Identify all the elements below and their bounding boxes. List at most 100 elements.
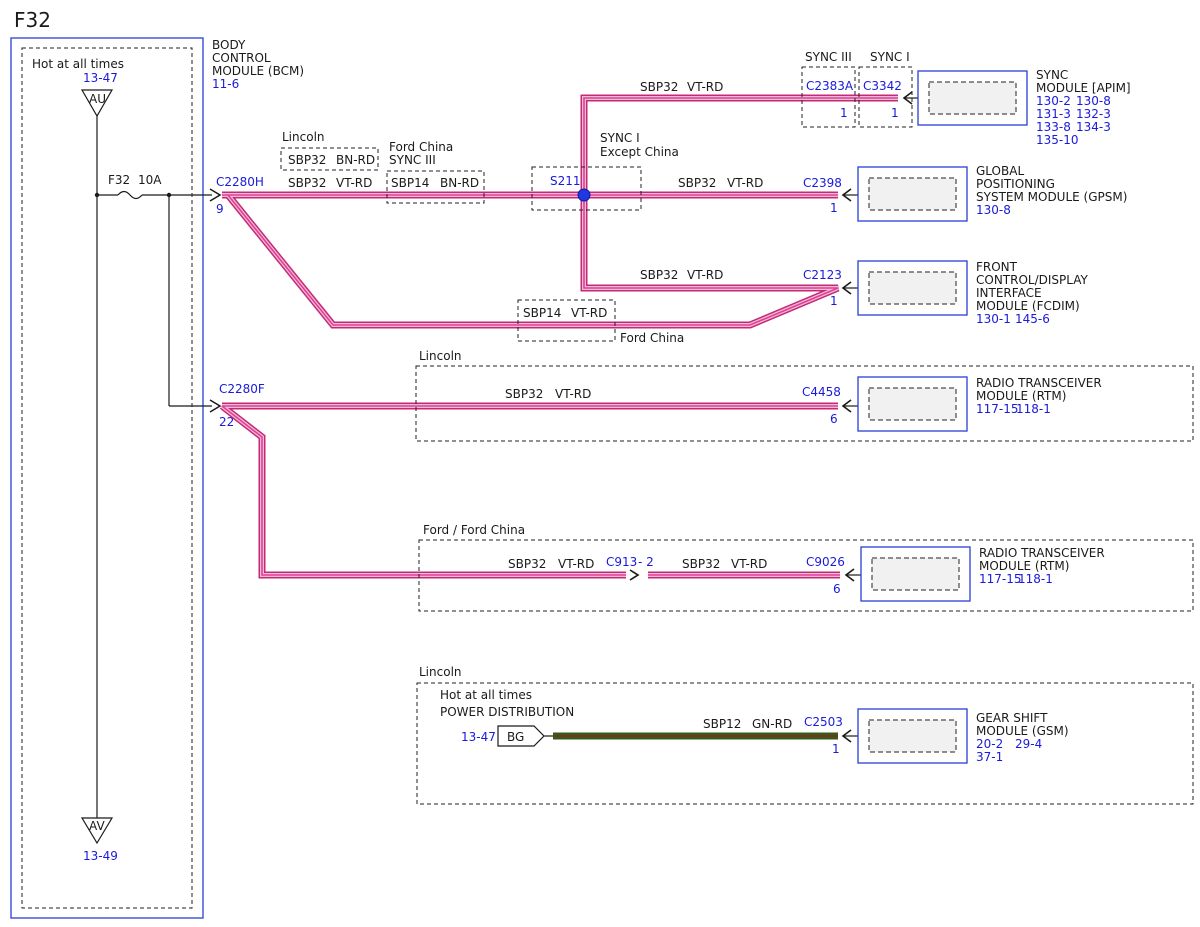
option-lincoln-circuit: SBP32 bbox=[288, 153, 326, 167]
apim-ref-0: 130-2 bbox=[1036, 94, 1071, 108]
inline-conn-c913: C913 bbox=[606, 555, 637, 569]
lower-wire-option: Ford China bbox=[620, 331, 684, 345]
gpsm-conn-pin: 1 bbox=[830, 201, 838, 215]
gsm-ref-2: 37-1 bbox=[976, 750, 1003, 764]
connector-c2280h-pin: 9 bbox=[216, 202, 224, 216]
bcm-name-l1: BODY bbox=[212, 38, 246, 52]
option-fordchina-color: BN-RD bbox=[440, 176, 479, 190]
main-wire-color: VT-RD bbox=[336, 176, 372, 190]
bcm-name-l2: CONTROL bbox=[212, 51, 271, 65]
gsm-ref-in: 13-47 bbox=[461, 730, 496, 744]
apim-ref-1: 130-8 bbox=[1076, 94, 1111, 108]
apim-wire-circuit: SBP32 bbox=[640, 80, 678, 94]
fcdim-ref-0: 130-1 bbox=[976, 312, 1011, 326]
apim-ref-3: 132-3 bbox=[1076, 107, 1111, 121]
node-au-label: AU bbox=[89, 92, 106, 106]
bcm-hot-label: Hot at all times bbox=[32, 57, 124, 71]
fcdim-name-l3: INTERFACE bbox=[976, 286, 1042, 300]
apim-ref-5: 134-3 bbox=[1076, 120, 1111, 134]
main-wire-circuit: SBP32 bbox=[288, 176, 326, 190]
rtm-ford-circuit-b: SBP32 bbox=[682, 557, 720, 571]
splice-note-l2: Except China bbox=[600, 145, 679, 159]
apim-ref-2: 131-3 bbox=[1036, 107, 1071, 121]
rtm-ford-name-l1: RADIO TRANSCEIVER bbox=[979, 546, 1105, 560]
apim-sync3-label: SYNC III bbox=[805, 50, 852, 64]
rtm-ford-pin: 6 bbox=[833, 582, 841, 596]
apim-conn-b: C3342 bbox=[863, 79, 902, 93]
page-title: F32 bbox=[14, 8, 51, 32]
rtm-lincoln-ref-1: 118-1 bbox=[1016, 402, 1051, 416]
gpsm-name-l1: GLOBAL bbox=[976, 164, 1024, 178]
fuse-rating: 10A bbox=[138, 173, 162, 187]
rtm-ford-ref-1: 118-1 bbox=[1018, 572, 1053, 586]
apim-conn-a-pin: 1 bbox=[840, 106, 848, 120]
gsm-group: Lincoln bbox=[419, 665, 462, 679]
fuse-label: F32 bbox=[108, 173, 130, 187]
gsm-hot-l1: Hot at all times bbox=[440, 688, 532, 702]
connector-c2280f-pin: 22 bbox=[219, 415, 234, 429]
gpsm-name-l2: POSITIONING bbox=[976, 177, 1055, 191]
bcm-ref-bottom: 13-49 bbox=[83, 849, 118, 863]
option-fordchina-l2: SYNC III bbox=[389, 153, 436, 167]
fcdim-ref-1: 145-6 bbox=[1015, 312, 1050, 326]
bcm-ref: 11-6 bbox=[212, 77, 239, 91]
apim-name-l1: SYNC bbox=[1036, 68, 1068, 82]
option-lincoln-label: Lincoln bbox=[282, 130, 325, 144]
rtm-ford-name-l2: MODULE (RTM) bbox=[979, 559, 1069, 573]
connector-c2280h: C2280H bbox=[216, 175, 264, 189]
rtm-lincoln-name-l2: MODULE (RTM) bbox=[976, 389, 1066, 403]
gsm-name-l2: MODULE (GSM) bbox=[976, 724, 1069, 738]
gsm-ref-1: 29-4 bbox=[1015, 737, 1042, 751]
fcdim-name-l2: CONTROL/DISPLAY bbox=[976, 273, 1089, 287]
fcdim-conn: C2123 bbox=[803, 268, 842, 282]
rtm-ford-color-a: VT-RD bbox=[558, 557, 594, 571]
fcdim-conn-pin: 1 bbox=[830, 294, 838, 308]
splice-note-l1: SYNC I bbox=[600, 131, 640, 145]
wire-c2280f-rtm bbox=[219, 402, 840, 579]
rtm-ford-circuit-a: SBP32 bbox=[508, 557, 546, 571]
apim-ref-4: 133-8 bbox=[1036, 120, 1071, 134]
gsm-conn: C2503 bbox=[804, 715, 843, 729]
node-bg-symbol bbox=[497, 725, 545, 747]
node-au-symbol bbox=[80, 89, 114, 118]
fcdim-name-l4: MODULE (FCDIM) bbox=[976, 299, 1080, 313]
rtm-ford-conn: C9026 bbox=[806, 555, 845, 569]
gsm-name-l1: GEAR SHIFT bbox=[976, 711, 1048, 725]
apim-wire-color: VT-RD bbox=[687, 80, 723, 94]
gsm-pin: 1 bbox=[832, 742, 840, 756]
apim-conn-a: C2383A bbox=[806, 79, 854, 93]
inline-conn-c913-pin: - 2 bbox=[638, 555, 654, 569]
node-av-symbol bbox=[80, 817, 114, 845]
fcdim-wire-color: VT-RD bbox=[687, 268, 723, 282]
gsm-wire-circuit: SBP12 bbox=[703, 717, 741, 731]
inline-connector-arrow bbox=[629, 569, 640, 581]
rtm-ford-ref-0: 117-15 bbox=[979, 572, 1022, 586]
lower-wire-circuit: SBP14 bbox=[523, 306, 561, 320]
apim-name-l2: MODULE [APIM] bbox=[1036, 81, 1131, 95]
apim-sync1-label: SYNC I bbox=[870, 50, 910, 64]
rtm-ford-group: Ford / Ford China bbox=[423, 523, 525, 537]
gpsm-wire-color: VT-RD bbox=[727, 176, 763, 190]
rtm-lincoln-color: VT-RD bbox=[555, 387, 591, 401]
node-bg-label: BG bbox=[507, 730, 524, 744]
wire-main-c2280h bbox=[222, 94, 898, 329]
rtm-ford-color-b: VT-RD bbox=[731, 557, 767, 571]
bcm-outline bbox=[10, 37, 204, 919]
rtm-lincoln-ref-0: 117-15 bbox=[976, 402, 1019, 416]
apim-ref-6: 135-10 bbox=[1036, 133, 1079, 147]
gpsm-name-l3: SYSTEM MODULE (GPSM) bbox=[976, 190, 1127, 204]
gsm-ref-0: 20-2 bbox=[976, 737, 1003, 751]
rtm-lincoln-conn: C4458 bbox=[802, 385, 841, 399]
splice-label: S211 bbox=[550, 174, 581, 188]
option-lincoln-color: BN-RD bbox=[336, 153, 375, 167]
gpsm-ref: 130-8 bbox=[976, 203, 1011, 217]
fuse-symbol bbox=[117, 190, 143, 200]
gsm-wire-color: GN-RD bbox=[752, 717, 792, 731]
lower-wire-color: VT-RD bbox=[571, 306, 607, 320]
gpsm-wire-circuit: SBP32 bbox=[678, 176, 716, 190]
bcm-name-l3: MODULE (BCM) bbox=[212, 64, 304, 78]
rtm-lincoln-name-l1: RADIO TRANSCEIVER bbox=[976, 376, 1102, 390]
bcm-ref-top: 13-47 bbox=[83, 71, 118, 85]
rtm-lincoln-pin: 6 bbox=[830, 412, 838, 426]
